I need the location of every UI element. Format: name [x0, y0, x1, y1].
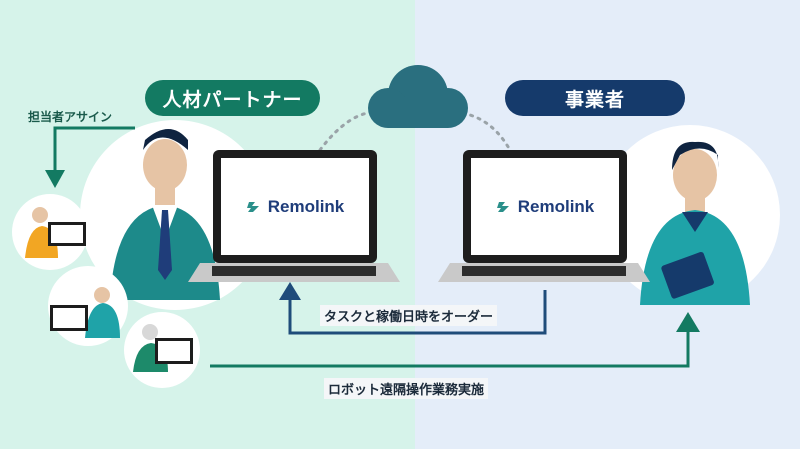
remolink-logo-icon — [496, 201, 509, 212]
robot-operation-label: ロボット遠隔操作業務実施 — [324, 378, 489, 399]
logo-text: Remolink — [517, 196, 595, 216]
small-worker-icon — [50, 287, 120, 338]
small-worker-icon — [25, 207, 86, 258]
person-partner-icon — [110, 129, 220, 300]
logo-text: Remolink — [267, 196, 345, 216]
remolink-logo: Remolink — [246, 196, 345, 217]
remolink-logo-icon — [246, 201, 259, 212]
cloud-icon — [368, 65, 468, 128]
small-worker-icon — [133, 324, 193, 372]
partner-label: 人材パートナー — [145, 80, 320, 116]
assign-label: 担当者アサイン — [28, 110, 113, 124]
remolink-logo: Remolink — [496, 196, 595, 217]
order-label: タスクと稼働日時をオーダー — [320, 305, 498, 326]
laptop-right-screen: Remolink — [463, 150, 627, 263]
person-business-icon — [640, 141, 750, 305]
laptop-left-screen: Remolink — [213, 150, 377, 263]
business-label: 事業者 — [505, 80, 685, 116]
